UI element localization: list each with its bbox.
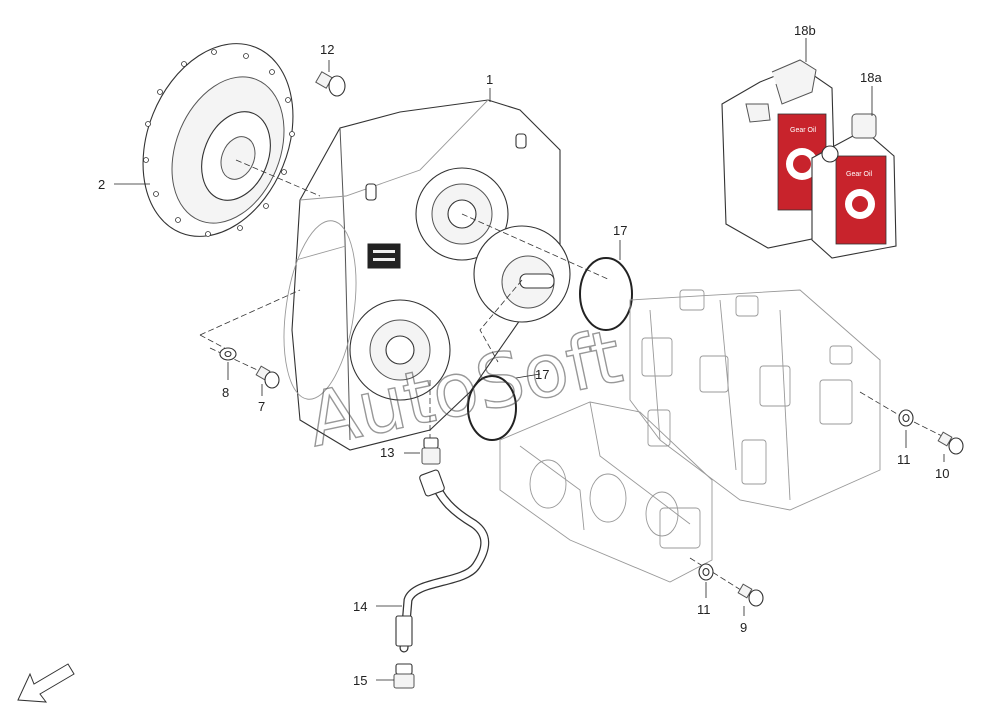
callout-11-right: 11 [897,452,911,467]
plug-15-part [393,663,415,689]
direction-arrow [17,663,75,703]
callout-14: 14 [353,599,367,614]
washer-11-right-part [898,409,914,427]
control-valve-part [629,289,881,511]
oil-canister-18a-part: Gear Oil [811,113,897,259]
callout-18b: 18b [794,23,816,38]
fitting-13-part [421,437,441,465]
bolt-9-part [737,583,764,607]
hydraulic-pump-part [499,401,713,583]
callout-13: 13 [380,445,394,460]
washer-11-lower-part [698,563,714,581]
callout-11-lower: 11 [697,602,711,617]
callout-10: 10 [935,466,949,481]
oil-label-18b: Gear Oil [790,127,817,134]
callout-18a: 18a [860,70,882,85]
bolt-12-part [315,71,346,97]
bolt-7-part [255,365,280,389]
callout-1: 1 [486,72,493,87]
o-ring-17-parts [467,257,633,441]
oil-pipe-14-part [395,469,490,653]
callout-17-lower: 17 [535,367,549,382]
callout-12: 12 [320,42,334,57]
callout-labels: 1 2 7 8 9 10 11 11 12 13 14 15 17 17 18a… [98,23,949,688]
oil-label-18a: Gear Oil [846,171,873,178]
callout-9: 9 [740,620,747,635]
washer-8-part [219,347,237,361]
callout-2: 2 [98,177,105,192]
bolt-10-part [937,431,964,455]
callout-15: 15 [353,673,367,688]
flex-plate-part [142,43,295,237]
leader-lines [114,38,945,681]
callout-7: 7 [258,399,265,414]
callout-17-upper: 17 [613,223,627,238]
callout-8: 8 [222,385,229,400]
